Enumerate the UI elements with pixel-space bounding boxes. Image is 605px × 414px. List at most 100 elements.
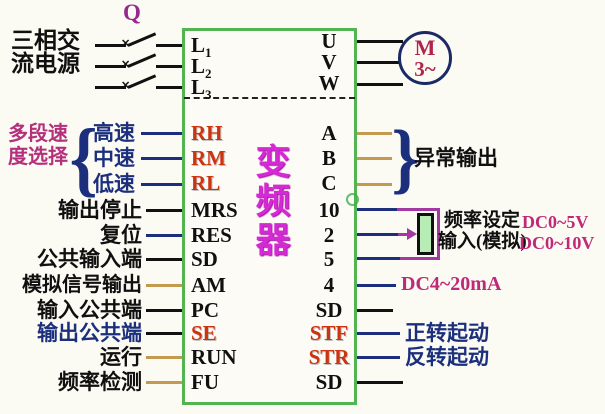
breaker-blade-icon	[127, 53, 157, 68]
wire-FU	[146, 381, 182, 384]
row-label-frequency-detect: 频率检测	[58, 370, 142, 394]
row-label-reset: 复位	[100, 223, 142, 247]
terminal-L3-base: L	[191, 75, 206, 99]
dc-range-10v-label: DC0~10V	[519, 233, 595, 253]
breaker-blade-icon	[127, 32, 157, 47]
speed-group-label-line1: 多段速	[8, 123, 68, 145]
wire-STR	[357, 356, 400, 359]
wire-W-motor	[357, 83, 403, 86]
terminal-RUN: RUN	[191, 345, 237, 369]
speed-option-high: 高速	[93, 121, 135, 145]
wire-SD-right2	[357, 381, 403, 384]
breaker-contact-cross-icon: ✕	[121, 59, 131, 71]
motor-symbol: M 3~	[398, 31, 452, 85]
terminal-L1-base: L	[191, 33, 206, 57]
speed-option-mid: 中速	[93, 146, 135, 170]
terminal-L3-sub: 3	[205, 87, 212, 103]
breaker-blade-icon	[127, 74, 157, 89]
wire-10-pot	[397, 208, 440, 211]
speed-group-brace-icon: {	[69, 112, 98, 205]
terminal-L2: L2	[191, 54, 271, 82]
wire-SE	[146, 332, 182, 335]
motor-letter: M	[414, 35, 436, 60]
power-source-label-line2: 流电源	[11, 51, 80, 76]
terminal-RL: RL	[191, 171, 221, 195]
terminal-L1: L1	[191, 33, 271, 61]
wire-2-wiper	[398, 233, 408, 236]
motor-phase-label: 3~	[414, 57, 436, 81]
wire-A	[357, 132, 392, 135]
terminal-L3: L3	[191, 75, 271, 103]
terminal-PC: PC	[191, 298, 219, 322]
wire-B	[357, 157, 392, 160]
freq-setting-label-line2: 输入(模拟)	[438, 231, 527, 252]
power-section-divider	[184, 97, 355, 99]
terminal-C: C	[321, 171, 337, 195]
wire-RUN	[146, 356, 182, 359]
power-source-label-line1: 三相交	[11, 28, 80, 53]
terminal-B: B	[321, 146, 336, 170]
terminal-2: 2	[323, 223, 335, 247]
terminal-MRS: MRS	[191, 198, 238, 222]
terminal-RES: RES	[191, 223, 232, 247]
phase2-wire-out	[156, 65, 183, 68]
phase1-wire-out	[156, 44, 183, 47]
terminal-L2-sub: 2	[205, 66, 212, 82]
terminal-RM: RM	[191, 146, 226, 170]
wire-4	[357, 284, 396, 287]
abnormal-output-label: 异常输出	[414, 146, 498, 170]
wiper-arrow-icon	[407, 228, 417, 240]
pot-side-wire	[437, 208, 440, 260]
terminal-L1-sub: 1	[205, 45, 212, 61]
phase1-wire-in	[95, 44, 126, 47]
wire-SD-left	[146, 258, 182, 261]
breaker-contact-cross-icon: ✕	[121, 80, 131, 92]
potentiometer-symbol	[417, 213, 434, 255]
freq-setting-label-line1: 频率设定	[444, 210, 521, 231]
wire-V-motor	[357, 61, 401, 64]
wire-5	[357, 257, 400, 260]
inverter-title-char: 器	[255, 221, 291, 260]
wire-PC	[146, 309, 182, 312]
breaker-label: Q	[123, 0, 141, 25]
inverter-title: 变 频 器	[251, 143, 295, 260]
terminal-A: A	[321, 121, 337, 145]
wire-U-motor	[357, 40, 403, 43]
speed-option-low: 低速	[93, 172, 135, 196]
abnormal-output-brace-icon: }	[391, 114, 420, 201]
forward-start-label: 正转起动	[405, 321, 489, 345]
terminal-4: 4	[323, 273, 335, 297]
wire-2	[357, 233, 398, 236]
terminal-STF: STF	[309, 321, 349, 345]
wire-SD-right1	[357, 309, 393, 312]
wire-RES	[146, 234, 182, 237]
row-label-common-input: 公共输入端	[37, 247, 142, 271]
terminal-L2-base: L	[191, 54, 206, 78]
wire-MRS	[146, 209, 182, 212]
terminal-RH: RH	[191, 121, 223, 145]
row-label-input-common: 输入公共端	[37, 298, 142, 322]
phase2-wire-in	[95, 65, 126, 68]
breaker-contact-cross-icon: ✕	[121, 38, 131, 50]
terminal-5: 5	[323, 247, 335, 271]
dc-current-label: DC4~20mA	[401, 273, 502, 295]
terminal-W: W	[318, 71, 340, 95]
watermark-ring	[346, 193, 359, 206]
terminal-SD-right1: SD	[315, 298, 343, 322]
terminal-10: 10	[318, 198, 340, 222]
wire-C	[357, 183, 392, 186]
wire-5-pot	[400, 257, 440, 260]
phase3-wire-in	[95, 86, 126, 89]
terminal-SD-right2: SD	[315, 370, 343, 394]
inverter-title-char: 变	[255, 143, 291, 182]
reverse-start-label: 反转起动	[405, 345, 489, 369]
dc-range-5v-label: DC0~5V	[522, 212, 589, 232]
speed-group-label-line2: 度选择	[8, 146, 68, 168]
wire-RM	[141, 157, 182, 160]
terminal-FU: FU	[191, 370, 219, 394]
terminal-STR: STR	[308, 345, 350, 369]
wire-AM	[146, 284, 182, 287]
row-label-output-common: 输出公共端	[37, 321, 142, 345]
row-label-analog-signal-output: 模拟信号输出	[22, 274, 142, 296]
